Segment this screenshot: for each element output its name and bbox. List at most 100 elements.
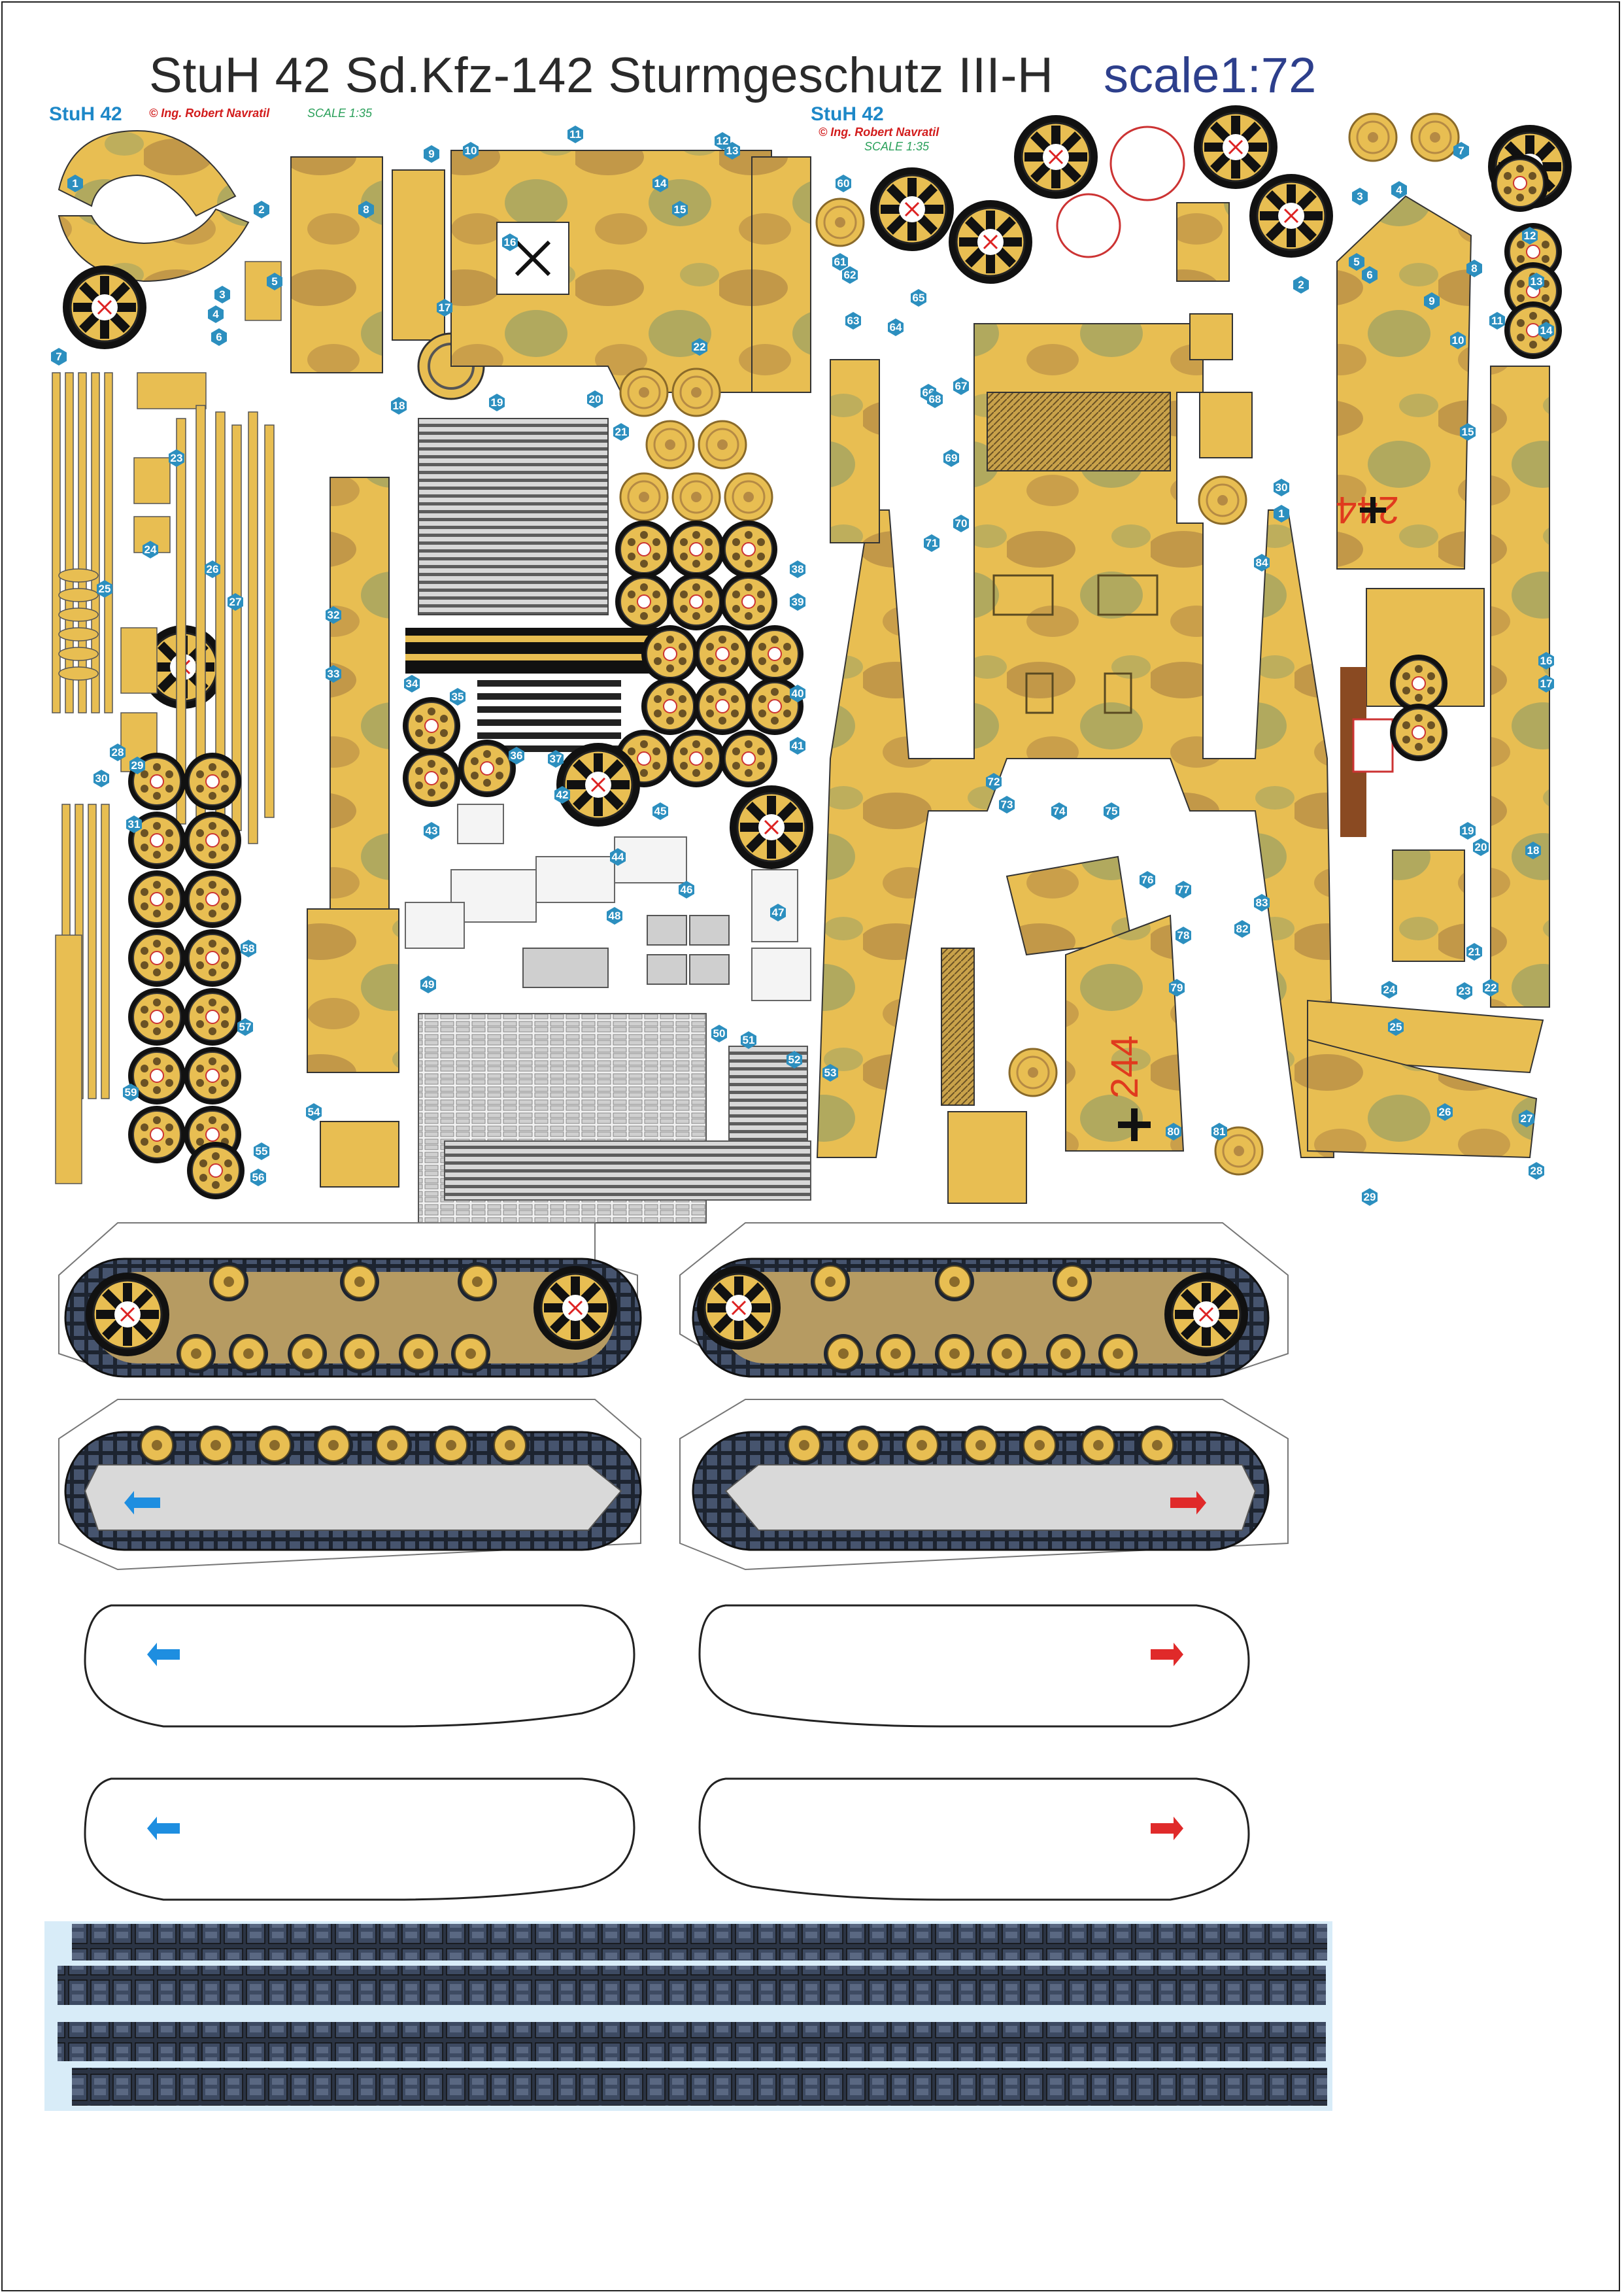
- part-number-badge: 43: [424, 822, 439, 840]
- part-number-badge: 68: [927, 390, 943, 408]
- part-number-badge: 58: [241, 940, 256, 957]
- part-number-badge: 65: [911, 289, 926, 307]
- part-number-label: 11: [1491, 315, 1503, 327]
- part-number-label: 21: [1468, 946, 1481, 958]
- part-number-label: 84: [1256, 556, 1268, 569]
- part-number-label: 20: [1475, 841, 1487, 853]
- part-number-badge: 7: [51, 348, 67, 366]
- part-number-label: 42: [556, 789, 569, 801]
- part-number-badge: 64: [888, 318, 904, 336]
- part-number-badge: 42: [554, 786, 570, 804]
- part-number-badge: 78: [1176, 927, 1191, 944]
- part-number-badge: 15: [1460, 423, 1476, 441]
- part-number-badge: 80: [1166, 1123, 1181, 1140]
- part-number-label: 29: [131, 759, 144, 772]
- part-number-badge: 52: [787, 1051, 802, 1069]
- part-number-badge: 17: [437, 299, 452, 317]
- part-number-badge: 45: [652, 802, 668, 820]
- part-number-label: 18: [1527, 844, 1540, 857]
- part-number-badge: 39: [790, 593, 805, 611]
- part-number-label: 11: [569, 128, 581, 141]
- part-number-badge: 44: [610, 848, 626, 866]
- part-number-badge: 50: [711, 1025, 727, 1042]
- part-number-badge: 22: [1483, 979, 1498, 997]
- part-number-badge: 84: [1254, 554, 1270, 572]
- part-number-badge: 57: [237, 1018, 253, 1036]
- outline-templates: [84, 1604, 1250, 1901]
- part-number-badge: 32: [326, 606, 341, 624]
- part-number-label: 27: [229, 596, 242, 608]
- part-number-label: 35: [452, 691, 464, 703]
- part-number-label: 15: [674, 203, 686, 216]
- part-number-label: 65: [913, 292, 925, 304]
- part-number-badge: 77: [1176, 881, 1191, 899]
- page-title: StuH 42 Sd.Kfz-142 Sturmgeschutz III-H: [149, 48, 1054, 103]
- part-number-badge: 2: [254, 201, 269, 218]
- part-number-badge: 60: [836, 175, 851, 192]
- part-number-badge: 20: [587, 390, 603, 408]
- part-number-badge: 69: [943, 449, 959, 467]
- part-number-label: 23: [1459, 985, 1471, 997]
- part-number-label: 51: [743, 1034, 755, 1046]
- part-number-label: 76: [1142, 874, 1154, 886]
- scale-small-left: SCALE 1:35: [307, 107, 373, 120]
- part-number-label: 34: [406, 677, 418, 690]
- part-number-badge: 22: [692, 338, 707, 356]
- part-number-badge: 9: [1424, 292, 1440, 310]
- part-number-badge: 24: [143, 541, 158, 558]
- part-number-badge: 19: [489, 394, 505, 411]
- part-number-label: 40: [792, 687, 804, 700]
- part-number-badge: 10: [1450, 332, 1466, 349]
- part-number-label: 28: [1531, 1165, 1543, 1177]
- part-number-label: 15: [1462, 426, 1474, 438]
- part-number-badge: 54: [306, 1103, 322, 1121]
- part-number-badge: 11: [567, 126, 583, 143]
- part-number-badge: 73: [999, 796, 1015, 813]
- part-number-badge: 34: [404, 675, 420, 693]
- part-number-badge: 3: [1352, 188, 1368, 205]
- part-number-badge: 46: [679, 881, 694, 899]
- part-number-badge: 26: [205, 560, 220, 578]
- part-number-label: 33: [328, 668, 340, 680]
- part-number-label: 23: [171, 452, 183, 464]
- part-number-badge: 72: [986, 773, 1002, 791]
- part-number-label: 54: [308, 1106, 320, 1118]
- part-number-badge: 83: [1254, 894, 1270, 912]
- part-number-badge: 6: [211, 328, 227, 346]
- part-number-badge: 40: [790, 685, 805, 702]
- part-number-label: 10: [1452, 334, 1464, 347]
- part-number-label: 16: [1540, 655, 1553, 667]
- part-number-label: 12: [717, 135, 729, 147]
- part-number-label: 50: [713, 1027, 726, 1040]
- part-number-badge: 31: [126, 815, 142, 833]
- part-number-label: 7: [56, 351, 61, 363]
- part-number-badge: 19: [1460, 822, 1476, 840]
- part-number-badge: 1: [67, 175, 83, 192]
- part-number-label: 69: [945, 452, 958, 464]
- part-number-label: 8: [363, 203, 369, 216]
- part-number-badge: 25: [97, 580, 112, 598]
- part-number-label: 13: [726, 145, 739, 157]
- part-number-badge: 59: [123, 1084, 139, 1101]
- part-number-badge: 23: [1457, 982, 1472, 1000]
- part-number-badge: 75: [1104, 802, 1119, 820]
- part-number-label: 29: [1364, 1191, 1376, 1203]
- part-number-badge: 55: [254, 1142, 269, 1160]
- part-number-badge: 13: [1529, 273, 1544, 290]
- part-number-badge: 30: [93, 770, 109, 787]
- part-number-badge: 27: [1519, 1110, 1534, 1127]
- part-number-label: 26: [207, 563, 219, 575]
- part-number-label: 4: [212, 308, 219, 320]
- part-number-label: 19: [1462, 825, 1474, 837]
- part-number-label: 28: [112, 746, 124, 759]
- part-number-label: 12: [1524, 230, 1536, 242]
- sheet-label-right: StuH 42: [811, 103, 884, 125]
- part-number-badge: 71: [924, 534, 939, 552]
- part-number-badge: 30: [1274, 479, 1289, 496]
- part-number-label: 41: [792, 740, 804, 752]
- part-number-label: 26: [1439, 1106, 1451, 1118]
- part-number-label: 31: [128, 818, 141, 830]
- part-number-label: 14: [1540, 324, 1553, 337]
- part-number-label: 30: [95, 772, 108, 785]
